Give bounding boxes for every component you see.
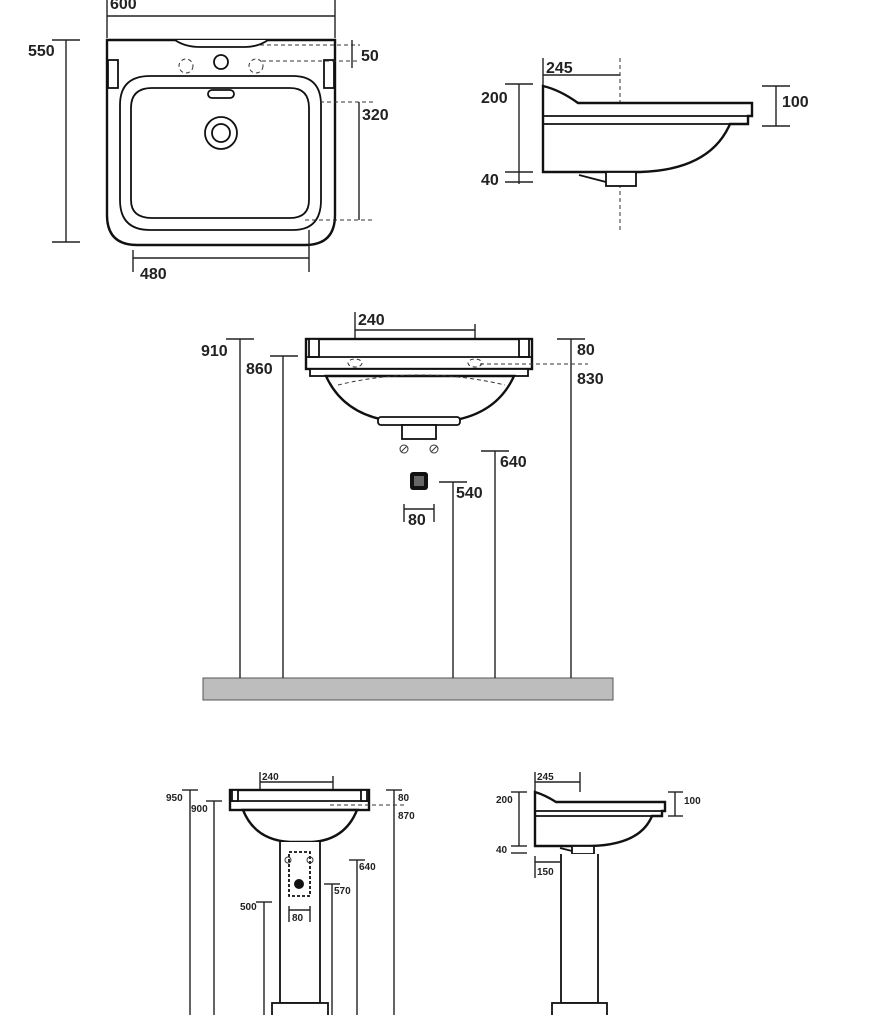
front-h830-label: 830 (577, 371, 604, 388)
ped-side-waste-label: 40 (496, 845, 508, 856)
side-projection-label: 245 (546, 60, 573, 77)
pedestal-basin-front (228, 788, 371, 812)
front-tap-spacing-label: 240 (358, 312, 385, 329)
front-view-wall-hung: 240 80 910 860 (201, 312, 614, 701)
side-waste-label: 40 (481, 172, 499, 189)
front-h860-label: 860 (246, 361, 273, 378)
ped-h500-label: 500 (240, 902, 257, 913)
pedestal-basin-profile (533, 790, 667, 848)
side-height-label: 200 (481, 90, 508, 107)
front-h910-label: 910 (201, 343, 228, 360)
supply-valves (399, 444, 439, 454)
ped-rim-label: 80 (398, 793, 410, 804)
basin-profile-side (541, 84, 754, 174)
front-waste-label: 80 (408, 512, 426, 529)
pedestal-column-side (560, 854, 599, 1004)
side-view-wall: 245 200 40 100 (481, 58, 809, 232)
ped-side-offset-label: 150 (537, 867, 554, 878)
ped-h870-label: 870 (398, 811, 415, 822)
front-rim-label: 80 (577, 342, 595, 359)
front-h640-label: 640 (500, 454, 527, 471)
ped-h640-label: 640 (359, 862, 376, 873)
plan-bowl-depth-label: 320 (362, 107, 389, 124)
ped-side-rim-label: 100 (684, 796, 701, 807)
ped-side-projection-label: 245 (537, 772, 554, 783)
basin-front (304, 337, 534, 371)
side-view-pedestal: 245 200 40 150 100 (496, 772, 701, 1015)
front-h540-label: 540 (456, 485, 483, 502)
plan-depth-label: 550 (28, 43, 55, 60)
floor-plate (202, 677, 614, 701)
side-rim-label: 100 (782, 94, 809, 111)
plan-bowl-width-label: 480 (140, 266, 167, 283)
plan-width-label: 600 (110, 0, 137, 13)
ped-h570-label: 570 (334, 886, 351, 897)
tap-hole-centre (213, 54, 229, 70)
ped-h950-label: 950 (166, 793, 183, 804)
ped-waste-label: 80 (292, 913, 304, 924)
ped-side-height-label: 200 (496, 795, 513, 806)
plan-view: 600 550 50 320 480 (28, 0, 389, 283)
plan-tap-offset-label: 50 (361, 48, 379, 65)
front-view-pedestal: 240 950 900 80 870 640 570 (166, 772, 415, 1015)
ped-tap-spacing-label: 240 (262, 772, 279, 783)
ped-h900-label: 900 (191, 804, 208, 815)
